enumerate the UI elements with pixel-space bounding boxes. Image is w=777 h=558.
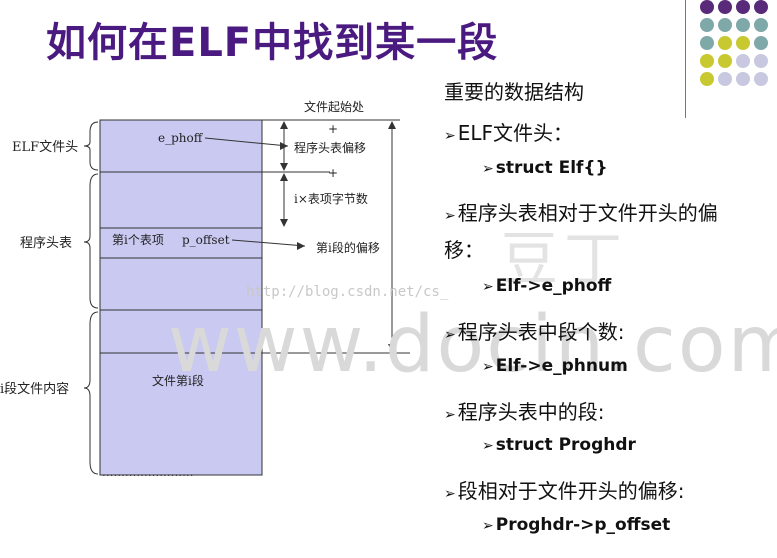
list-subitem: ➢Elf->e_phnum xyxy=(482,356,628,376)
bullet-arrow-icon: ➢ xyxy=(444,407,456,423)
bullet-arrow-icon: ➢ xyxy=(444,128,456,144)
bullet-arrow-icon: ➢ xyxy=(482,518,494,534)
bullet-arrow-icon: ➢ xyxy=(444,486,456,502)
segment-i-label: 文件第i段 xyxy=(152,373,204,388)
list-item: ➢程序头表相对于文件开头的偏 xyxy=(444,201,718,225)
list-subitem: ➢Elf->e_phoff xyxy=(482,276,612,296)
list-item: ➢程序头表中段个数: xyxy=(444,320,625,344)
bullet-arrow-icon: ➢ xyxy=(482,359,494,375)
bullet-arrow-icon: ➢ xyxy=(444,327,456,343)
docin-watermark: www.docin.com xyxy=(168,300,777,390)
program-header-brace xyxy=(83,173,99,309)
e-phoff-label: e_phoff xyxy=(158,131,204,145)
p-offset-arrow xyxy=(231,239,306,247)
list-subitem: ➢struct Elf{} xyxy=(482,158,608,178)
plus-sign: + xyxy=(328,166,338,180)
list-subitem: ➢struct Proghdr xyxy=(482,435,636,455)
list-item: ➢程序头表中的段: xyxy=(444,400,605,424)
list-subitem: ➢Proghdr->p_offset xyxy=(482,515,671,535)
docin-logo-watermark: 豆丁 xyxy=(500,225,629,293)
elf-layout-diagram: ELF文件头 程序头表 i段文件内容 e_phoff 第i个表项 p_offse… xyxy=(0,99,410,479)
bullet-arrow-icon: ➢ xyxy=(444,208,456,224)
page-title: 如何在ELF中找到某一段 xyxy=(46,20,499,66)
bullet-arrow-icon: ➢ xyxy=(482,438,494,454)
e-phoff-arrow xyxy=(204,137,289,147)
ph-offset-annotation: 程序头表偏移 xyxy=(294,140,366,155)
list-heading: 重要的数据结构 xyxy=(444,80,584,104)
list-item-continuation: 移： xyxy=(444,238,484,262)
title-divider xyxy=(685,0,686,118)
list-item: ➢ELF文件头： xyxy=(444,121,574,145)
file-start-annotation: 文件起始处 xyxy=(304,99,364,114)
elf-header-brace xyxy=(83,121,99,171)
dotted-continuation: ........................ xyxy=(102,465,194,479)
segment-offset-annotation: 第i段的偏移 xyxy=(316,240,380,255)
segment-content-label: i段文件内容 xyxy=(0,381,69,397)
file-layout-block xyxy=(99,119,263,476)
p-offset-label: p_offset xyxy=(182,233,230,247)
entry-label: 第i个表项 xyxy=(112,233,164,247)
plus-sign: + xyxy=(328,122,338,136)
program-header-table-label: 程序头表 xyxy=(20,236,72,251)
list-item: ➢段相对于文件开头的偏移: xyxy=(444,479,685,503)
segment-content-brace xyxy=(83,311,99,475)
url-watermark: http://blog.csdn.net/cs_ xyxy=(246,284,449,300)
bullet-arrow-icon: ➢ xyxy=(482,279,494,295)
elf-header-label: ELF文件头 xyxy=(12,140,78,155)
bullet-arrow-icon: ➢ xyxy=(482,161,494,177)
entry-size-annotation: i×表项字节数 xyxy=(294,191,368,206)
